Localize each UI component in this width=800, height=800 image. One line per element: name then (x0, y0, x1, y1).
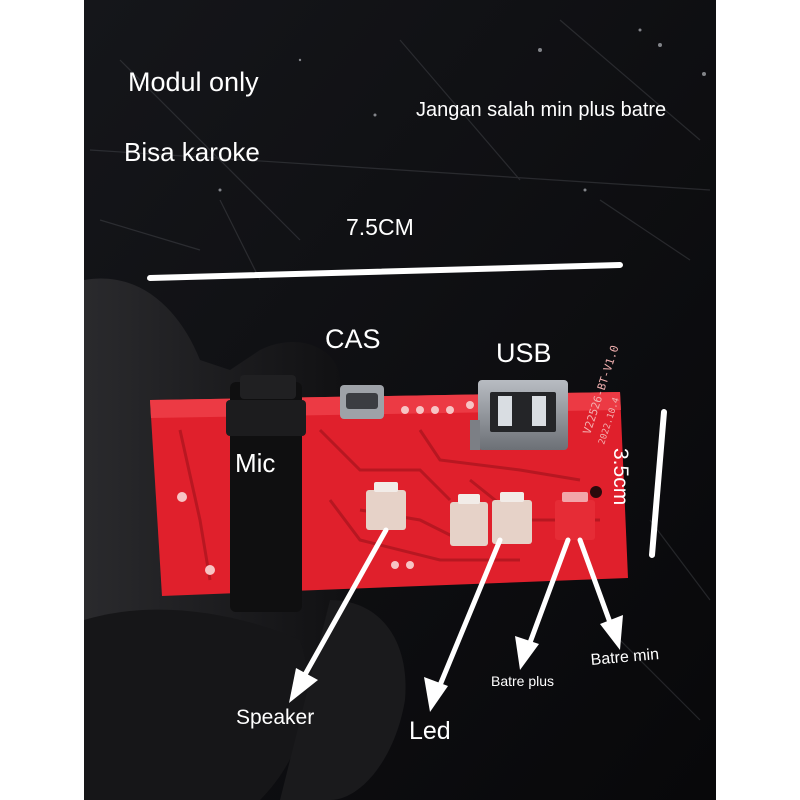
height-dimension-line (649, 409, 667, 558)
mic-label: Mic (235, 448, 276, 478)
micro-usb-port (340, 385, 384, 419)
audio-jack (226, 375, 306, 612)
annotation-arrows (289, 527, 623, 712)
cas-label: CAS (325, 324, 381, 354)
warning-label: Jangan salah min plus batre (416, 99, 667, 121)
batre-plus-label: Batre plus (491, 673, 555, 689)
usb-label: USB (496, 338, 552, 368)
usb-a-port (470, 380, 568, 450)
bisa-karoke-label: Bisa karoke (124, 137, 260, 167)
battery-connector (555, 492, 595, 540)
speaker-label: Speaker (236, 706, 315, 729)
led-label: Led (409, 717, 451, 745)
led-connector-2 (492, 492, 532, 544)
width-dimension-line (147, 262, 623, 281)
width-dimension-label: 7.5CM (346, 214, 414, 240)
fabric-texture (89, 19, 711, 721)
height-dimension-label: 3.5cm (609, 448, 632, 506)
modul-only-label: Modul only (128, 67, 259, 97)
led-connector-1 (450, 494, 488, 546)
speaker-connector (366, 482, 406, 530)
